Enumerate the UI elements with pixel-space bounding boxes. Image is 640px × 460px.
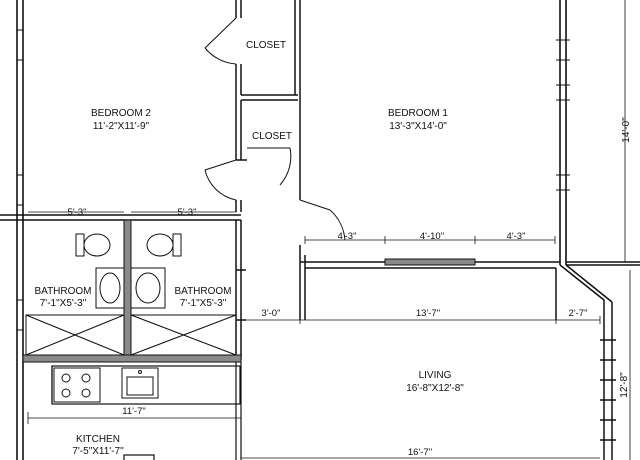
- left-windows: [17, 29, 23, 331]
- closet-a-label: CLOSET: [246, 40, 286, 51]
- closet-walls: [235, 0, 301, 212]
- living-size: 16'-8"X12'-8": [406, 383, 464, 394]
- kitchen-counter: [51, 365, 241, 405]
- stove-icon: [53, 367, 101, 403]
- dim-bath-right-width: 5'-3": [178, 207, 197, 218]
- bay-window: [555, 261, 640, 460]
- bedroom2-size: 11'-2"X11'-9": [93, 121, 150, 132]
- dim-bay: 2'-7": [569, 308, 588, 319]
- right-wall-ticks: [556, 39, 570, 191]
- kitchen-wall: [22, 354, 242, 363]
- dim-kitchen-width: 11'-7": [122, 406, 146, 417]
- kitchen-name: KITCHEN: [76, 434, 120, 445]
- dim-b1-height: 14'-0": [621, 117, 632, 143]
- kitchen-wall-lines: [123, 362, 242, 460]
- toilet-icon: [75, 233, 182, 257]
- closet-doors: [204, 17, 346, 241]
- bath-left-name: BATHROOM: [34, 286, 91, 297]
- dim-b1-left: 4'-3": [338, 231, 357, 242]
- sink-icon: [95, 267, 166, 309]
- closet-rod: [384, 258, 476, 266]
- dim-living-height: 12'-8": [619, 372, 630, 398]
- closet-b-label: CLOSET: [252, 131, 292, 142]
- dimension-lines: [27, 0, 631, 460]
- shower-icon: [25, 314, 237, 356]
- exterior-walls: [16, 0, 567, 460]
- bedroom1-name: BEDROOM 1: [388, 108, 448, 119]
- bath-right-size: 7'-1"X5'-3": [180, 298, 227, 309]
- bath-right-name: BATHROOM: [174, 286, 231, 297]
- dim-b1-mid: 4'-10": [420, 231, 444, 242]
- bath-left-size: 7'-1"X5'-3": [40, 298, 87, 309]
- living-name: LIVING: [419, 370, 452, 381]
- dim-hall: 3'-0": [262, 308, 281, 319]
- bath-walls: [0, 214, 246, 360]
- dim-b1-right: 4'-3": [507, 231, 526, 242]
- kitchen-sink-icon: [121, 367, 159, 399]
- kitchen-size: 7'-5"X11'-7": [72, 446, 124, 457]
- dim-living-top: 13'-7": [416, 308, 440, 319]
- bedroom2-name: BEDROOM 2: [91, 108, 151, 119]
- dim-bath-left-width: 5'-3": [68, 207, 87, 218]
- bedroom1-size: 13'-3"X14'-0": [389, 121, 447, 132]
- dim-living-bottom: 16'-7": [408, 447, 432, 458]
- bath-partition: [123, 219, 132, 356]
